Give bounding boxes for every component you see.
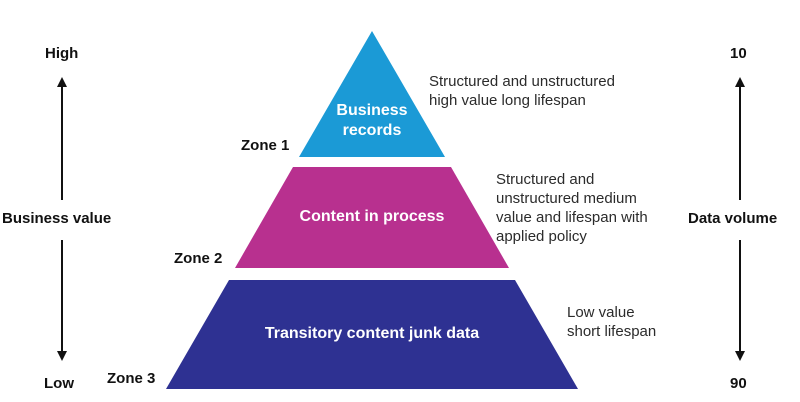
tier-transitory-content-title-line-1: Transitory content junk data (264, 325, 480, 342)
description-line: unstructured medium (496, 190, 637, 207)
description-line: value and lifespan with (496, 209, 648, 226)
tier-business-records-title-line-2: records (342, 122, 402, 139)
data-volume-bottom-label: 90 (730, 375, 747, 392)
tier-content-in-process-description: Structured and unstructured medium value… (496, 170, 648, 246)
tier-content-in-process-title-line-1: Content in process (299, 208, 445, 225)
description-line: Structured and (496, 171, 595, 188)
business-value-low-label: Low (44, 375, 74, 392)
description-line: applied policy (496, 228, 587, 245)
description-line: Low value (567, 304, 635, 321)
tier-business-records-title-line-1: Business (336, 102, 408, 119)
tier-transitory-content-title: Transitory content junk data (222, 324, 522, 344)
zone-1-label: Zone 1 (241, 137, 290, 154)
tier-business-records-shape (299, 31, 445, 157)
zone-2-label: Zone 2 (174, 250, 223, 267)
tier-business-records-title: Business records (312, 101, 432, 141)
business-value-high-label: High (45, 45, 79, 62)
tier-content-in-process-shape (235, 167, 509, 268)
business-value-axis-title: Business value (2, 206, 112, 231)
description-line: short lifespan (567, 323, 657, 340)
description-line: Structured and unstructured (429, 73, 615, 90)
tier-transitory-content-description: Low value short lifespan (567, 303, 656, 341)
description-line: high value long lifespan (429, 92, 586, 109)
tier-transitory-content-shape (166, 280, 578, 389)
tier-content-in-process-title: Content in process (272, 207, 472, 227)
data-volume-top-label: 10 (730, 45, 747, 62)
data-volume-axis-title: Data volume (688, 206, 778, 231)
tier-business-records-description: Structured and unstructured high value l… (429, 72, 615, 110)
zone-3-label: Zone 3 (107, 370, 156, 387)
